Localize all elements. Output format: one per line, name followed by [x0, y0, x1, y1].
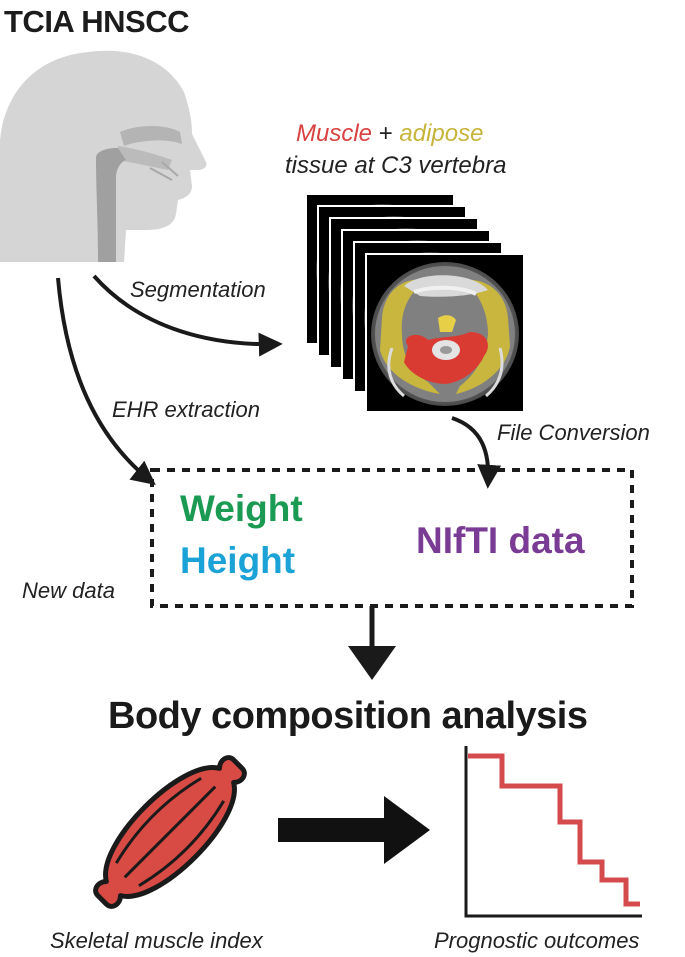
- head-profile-icon: [0, 50, 207, 262]
- new-data-label: New data: [22, 578, 115, 603]
- prognostic-outcomes-caption: Prognostic outcomes: [434, 928, 640, 953]
- height-label: Height: [180, 540, 296, 581]
- nifti-label: NIfTI data: [416, 520, 585, 561]
- right-arrow-head: [384, 796, 430, 864]
- segmentation-label: Segmentation: [130, 277, 266, 302]
- file-conversion-arrow: [451, 416, 502, 489]
- ct-slice-stack-icon: [305, 193, 525, 413]
- page-title: TCIA HNSCC: [4, 4, 190, 39]
- new-data-box: [150, 468, 634, 608]
- right-arrow-shaft: [278, 818, 388, 842]
- ehr-extraction-arrow: [56, 277, 156, 485]
- survival-curve-icon: [464, 746, 642, 918]
- down-arrow-head: [348, 646, 396, 680]
- segmentation-arrow: [92, 274, 283, 357]
- ehr-extraction-label: EHR extraction: [112, 397, 260, 422]
- tissue-legend-line1: Muscle + adipose: [296, 120, 483, 148]
- file-conversion-label: File Conversion: [497, 420, 650, 445]
- muscle-icon: [93, 755, 247, 909]
- tissue-legend-line2: tissue at C3 vertebra: [285, 152, 507, 179]
- analysis-title: Body composition analysis: [108, 695, 588, 737]
- skeletal-muscle-index-caption: Skeletal muscle index: [50, 928, 263, 953]
- weight-label: Weight: [180, 488, 303, 529]
- muscle-word: Muscle: [296, 120, 373, 147]
- survival-curve-line: [468, 753, 640, 907]
- adipose-word: adipose: [399, 120, 484, 147]
- plus-sign: +: [372, 120, 400, 147]
